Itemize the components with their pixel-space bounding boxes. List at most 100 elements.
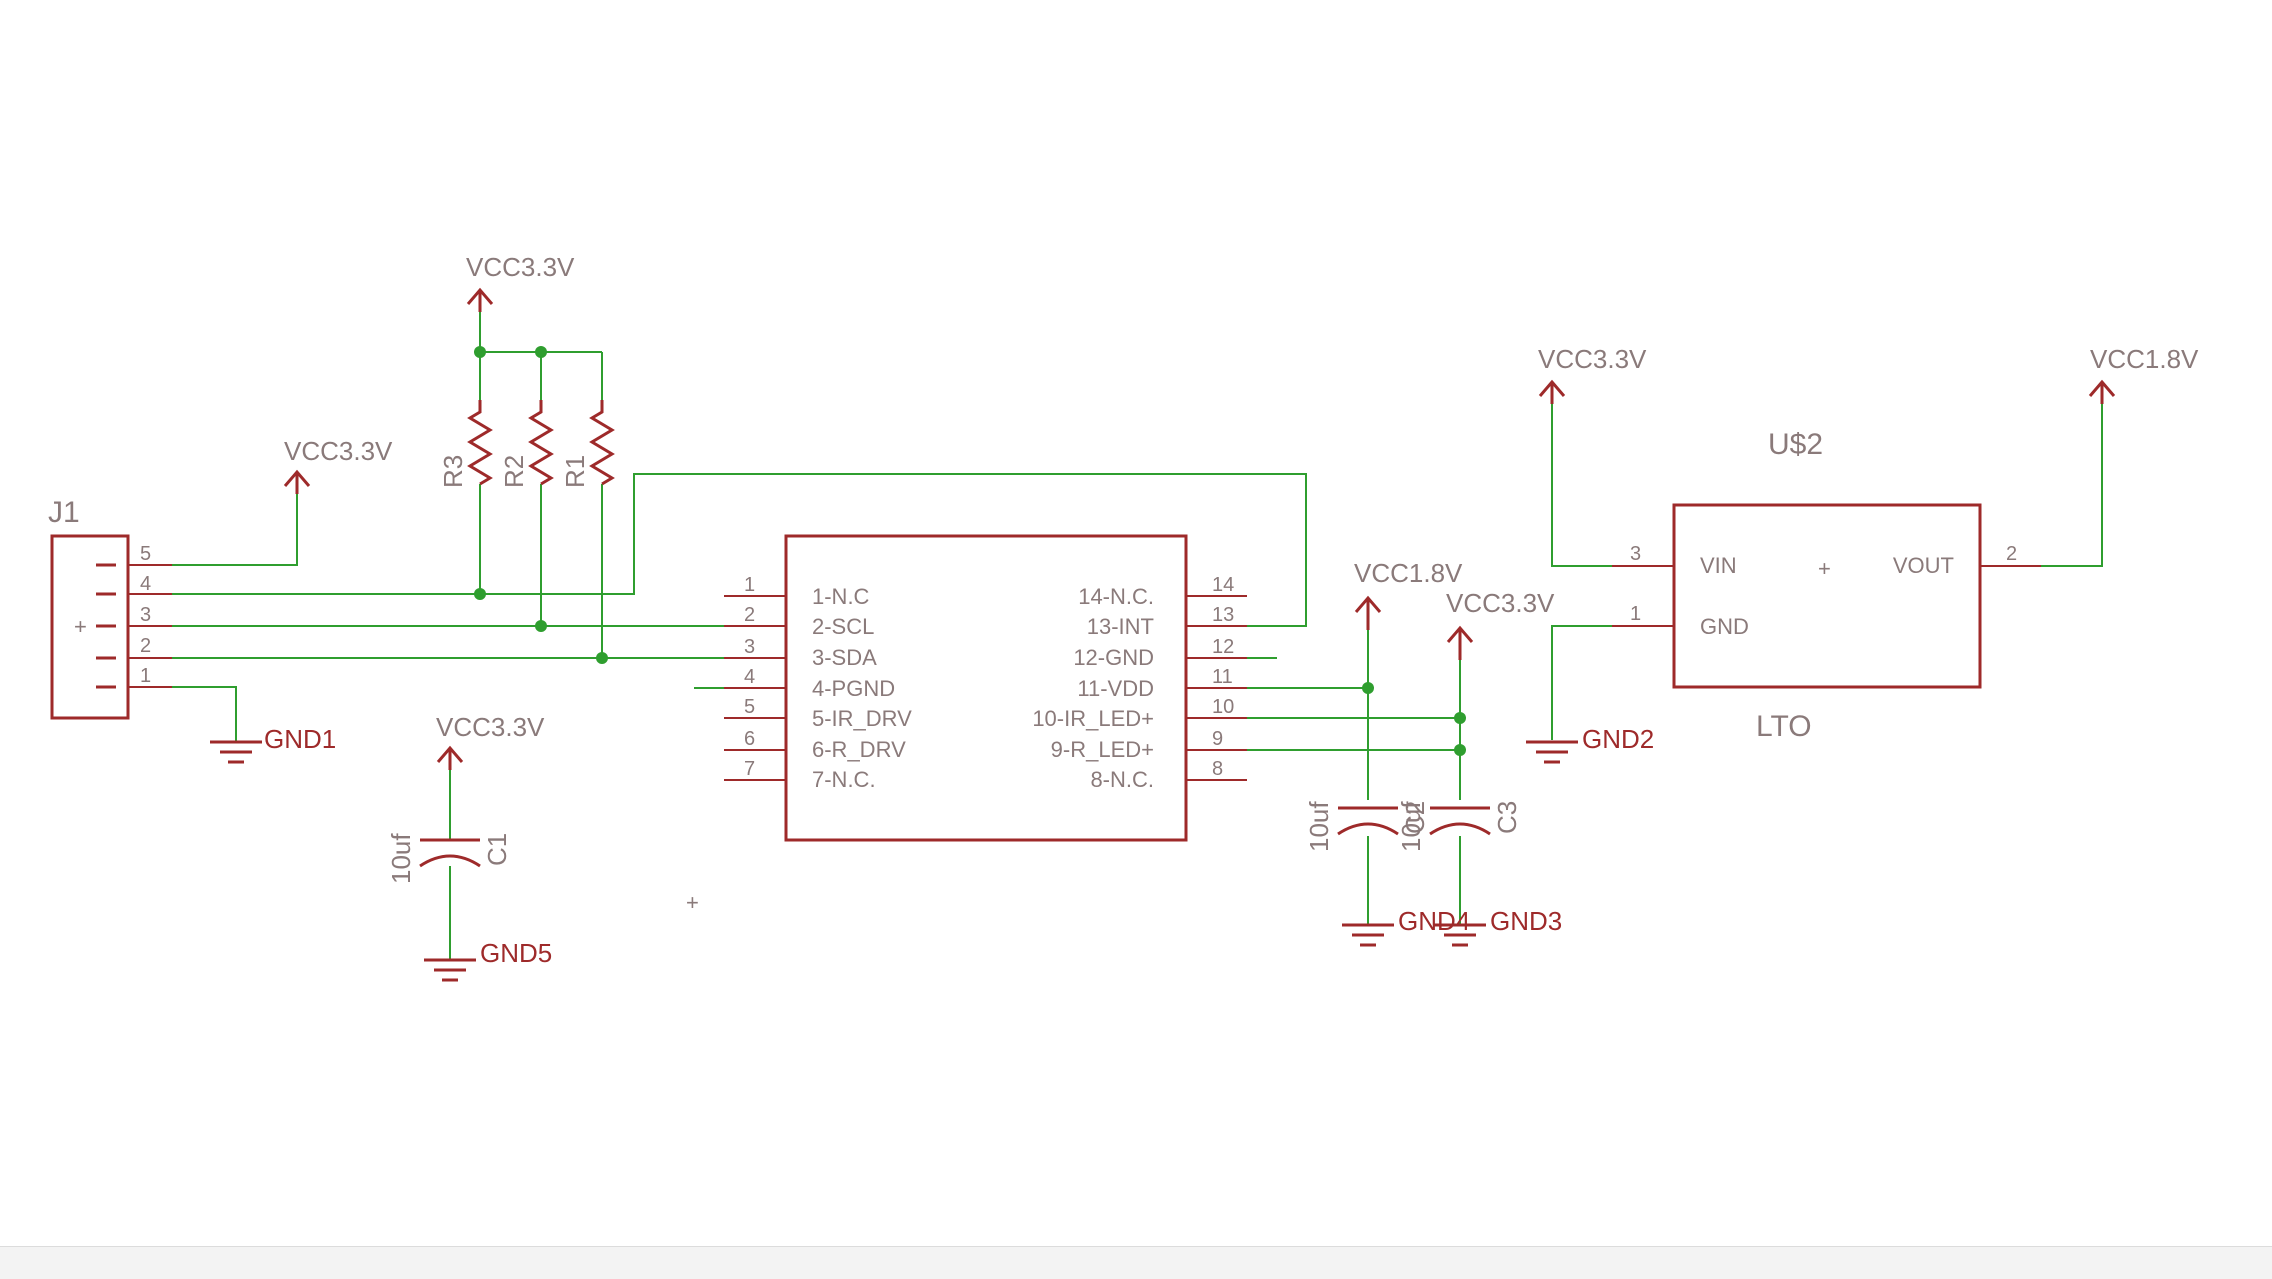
- ic-pin-number: 11: [1212, 666, 1233, 688]
- wire-reg-gnd: [1551, 625, 1612, 740]
- wire-j1-pin1-gnd: [172, 686, 237, 742]
- origin-cross-icon: +: [686, 890, 699, 915]
- regulator-u2[interactable]: U$2 LTO VIN GND VOUT + 3 1 2: [1612, 428, 2041, 743]
- vcc-symbol-connector[interactable]: VCC3.3V: [283, 436, 393, 494]
- ic-pin-name: 8-N.C.: [1090, 767, 1154, 792]
- ic-pin-number: 9: [1212, 728, 1223, 750]
- ground-symbol-gnd2[interactable]: GND2: [1526, 724, 1654, 764]
- ground-symbol-gnd5[interactable]: GND5: [424, 938, 552, 982]
- capacitor-ref: C3: [1492, 801, 1522, 834]
- ic-pin-number: 13: [1212, 604, 1234, 626]
- capacitor-ref: C2: [1400, 801, 1430, 834]
- ic-pin-number: 10: [1212, 696, 1234, 718]
- ic-pin-name: 4-PGND: [812, 676, 895, 701]
- ic-pin-number: 14: [1212, 574, 1234, 596]
- connector-pin-number: 2: [140, 635, 151, 657]
- junction-dot: [1454, 744, 1466, 756]
- ic-pin-number: 7: [744, 758, 755, 780]
- capacitor-plate-curved: [1337, 822, 1399, 836]
- connector-body: [50, 534, 130, 720]
- capacitor-value: 10uf: [1304, 801, 1334, 852]
- vcc-symbol-c1[interactable]: VCC3.3V: [436, 712, 545, 770]
- ground-label: GND2: [1582, 724, 1654, 754]
- vcc-symbol-resistors[interactable]: VCC3.3V: [466, 252, 575, 312]
- ic-pin-name: 9-R_LED+: [1051, 737, 1154, 762]
- capacitor-c1[interactable]: C1 10uf: [386, 833, 512, 884]
- ground-label: GND5: [480, 938, 552, 968]
- vcc-label: VCC3.3V: [466, 252, 575, 282]
- ground-label: GND3: [1490, 906, 1562, 936]
- ic-pin-number: 2: [744, 604, 755, 626]
- junction-dot: [596, 652, 608, 664]
- ground-label: GND1: [264, 724, 336, 754]
- capacitor-plate-curved: [1429, 822, 1491, 836]
- regulator-pin-vout: VOUT: [1893, 553, 1954, 578]
- resistor-zigzag: [589, 400, 615, 486]
- capacitor-value: 10uf: [386, 833, 416, 884]
- junction-dot: [1454, 712, 1466, 724]
- connector-pin-number: 3: [140, 604, 151, 626]
- ic-pin-number: 8: [1212, 758, 1223, 780]
- regulator-pin-number: 3: [1630, 543, 1641, 565]
- ic-pin-name: 1-N.C: [812, 584, 870, 609]
- wire-reg-vin: [1551, 402, 1612, 567]
- junction-dot: [474, 588, 486, 600]
- junction-dot: [535, 620, 547, 632]
- vcc-label: VCC3.3V: [1446, 588, 1555, 618]
- resistor-zigzag: [467, 400, 493, 486]
- ic-pin-number: 12: [1212, 636, 1234, 658]
- ic-pin-name: 13-INT: [1087, 614, 1154, 639]
- capacitor-plate-curved: [419, 854, 481, 868]
- vcc33-symbol-regulator[interactable]: VCC3.3V: [1538, 344, 1647, 404]
- ic-pin-number: 1: [744, 574, 755, 596]
- ic-pin-name: 11-VDD: [1077, 676, 1154, 701]
- ground-icon: [210, 740, 262, 764]
- regulator-value: LTO: [1756, 710, 1812, 743]
- ground-label: GND4: [1398, 906, 1470, 936]
- capacitor-value: 10uf: [1396, 801, 1426, 852]
- regulator-pin-vin: VIN: [1700, 553, 1737, 578]
- ic-pin-name: 5-IR_DRV: [812, 706, 912, 731]
- ic-pin-number: 5: [744, 696, 755, 718]
- junctions: [474, 346, 1466, 756]
- regulator-pin-number: 2: [2006, 543, 2017, 565]
- regulator-pin-gnd: GND: [1700, 614, 1749, 639]
- connector-ref: J1: [48, 496, 80, 529]
- wire-j1-pin5-vcc: [172, 492, 298, 566]
- junction-dot: [535, 346, 547, 358]
- capacitor-c2[interactable]: C2 10uf: [1304, 801, 1430, 852]
- connector-pin-number: 5: [140, 543, 151, 565]
- regulator-ref: U$2: [1768, 428, 1823, 461]
- ground-icon: [1342, 923, 1394, 947]
- ground-symbol-gnd3[interactable]: GND3: [1434, 906, 1562, 947]
- resistor-ref: R3: [438, 455, 468, 488]
- vcc-label: VCC3.3V: [1538, 344, 1647, 374]
- resistor-r3[interactable]: R3: [438, 400, 493, 488]
- capacitor-ref: C1: [482, 833, 512, 866]
- sensor-ic[interactable]: 1 2 3 4 5 6 7 1-N.C 2-SCL 3-SDA 4-PGND 5…: [724, 534, 1247, 842]
- junction-dot: [1362, 682, 1374, 694]
- wires: [172, 310, 2103, 960]
- vcc18-symbol-vdd[interactable]: VCC1.8V: [1354, 558, 1463, 630]
- regulator-origin-mark: +: [1818, 556, 1831, 581]
- ground-symbol-gnd1[interactable]: GND1: [210, 724, 336, 764]
- ground-symbol-gnd4[interactable]: GND4: [1342, 906, 1470, 947]
- schematic-canvas[interactable]: + J1 5 4 3 2 1 R3 R2 R1: [0, 0, 2272, 1246]
- ic-pin-name: 7-N.C.: [812, 767, 876, 792]
- connector-j1[interactable]: + J1 5 4 3 2 1: [48, 496, 172, 720]
- resistor-r1[interactable]: R1: [560, 400, 615, 488]
- vcc18-symbol-regulator[interactable]: VCC1.8V: [2088, 344, 2199, 404]
- resistor-r2[interactable]: R2: [499, 400, 554, 488]
- ic-pin-name: 3-SDA: [812, 645, 877, 670]
- capacitor-c3[interactable]: C3 10uf: [1396, 801, 1522, 852]
- ic-pin-name: 14-N.C.: [1078, 584, 1154, 609]
- wire-reg-vout: [2041, 402, 2103, 567]
- vcc33-symbol-led[interactable]: VCC3.3V: [1446, 588, 1555, 660]
- connector-pin-number: 1: [140, 665, 151, 687]
- junction-dot: [474, 346, 486, 358]
- connector-origin-mark: +: [74, 614, 87, 639]
- resistor-ref: R1: [560, 455, 590, 488]
- resistor-ref: R2: [499, 455, 529, 488]
- regulator-body: [1672, 503, 1982, 689]
- ground-icon: [424, 958, 476, 982]
